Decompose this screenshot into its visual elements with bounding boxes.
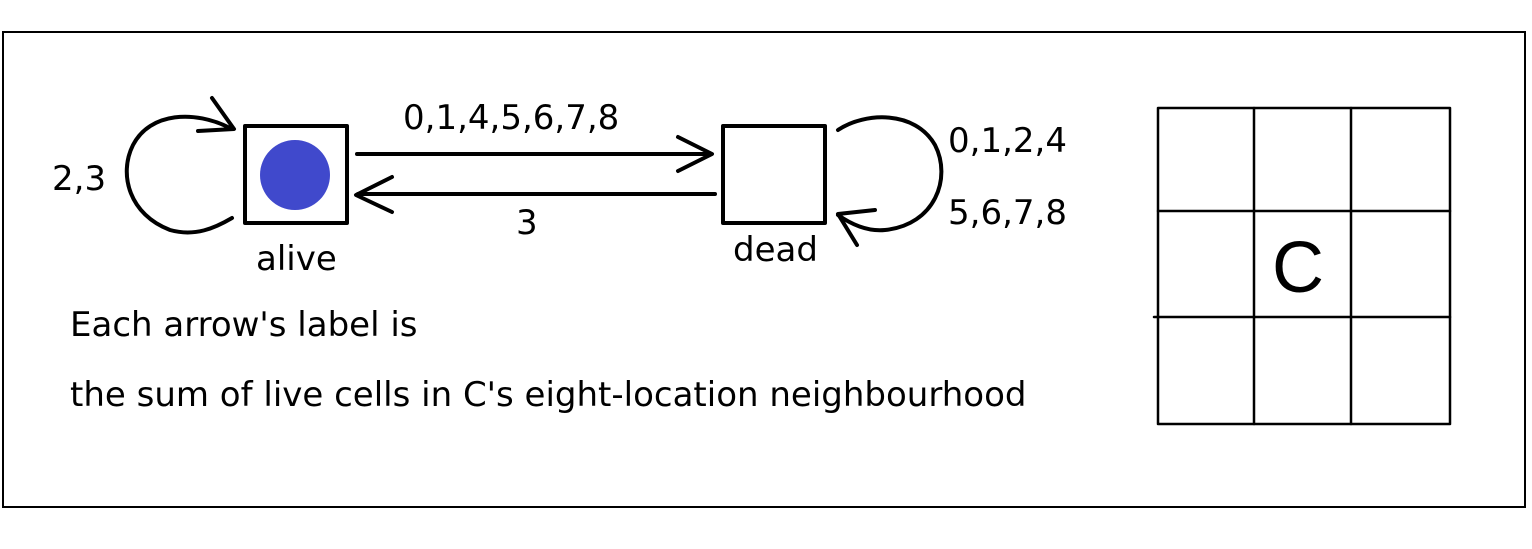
- dead-to-alive-arrowhead: [354, 175, 394, 214]
- caption-line-2: the sum of live cells in C's eight-locat…: [70, 375, 1027, 415]
- dead-self-loop-arrowhead: [836, 208, 877, 247]
- dead-self-loop-arrow: [836, 115, 944, 233]
- alive-self-loop-arrowhead: [196, 96, 236, 133]
- alive-to-dead-arrowhead: [676, 135, 714, 173]
- neighbourhood-grid: [1152, 106, 1452, 426]
- diagram-frame: [2, 31, 1526, 508]
- dead-to-alive-label: 3: [516, 203, 538, 243]
- dead-self-loop-label-line1: 0,1,2,4: [948, 121, 1067, 161]
- grid-center-label: C: [1272, 228, 1324, 308]
- caption-line-1: Each arrow's label is: [70, 305, 418, 345]
- alive-to-dead-label: 0,1,4,5,6,7,8: [403, 98, 620, 138]
- alive-marker-dot: [260, 140, 330, 210]
- dead-state-box: [721, 124, 827, 225]
- alive-state-label: alive: [256, 239, 337, 279]
- alive-self-loop-label: 2,3: [52, 159, 107, 199]
- dead-state-label: dead: [733, 230, 818, 270]
- alive-self-loop-arrow: [124, 114, 234, 235]
- dead-self-loop-label-line2: 5,6,7,8: [948, 193, 1067, 233]
